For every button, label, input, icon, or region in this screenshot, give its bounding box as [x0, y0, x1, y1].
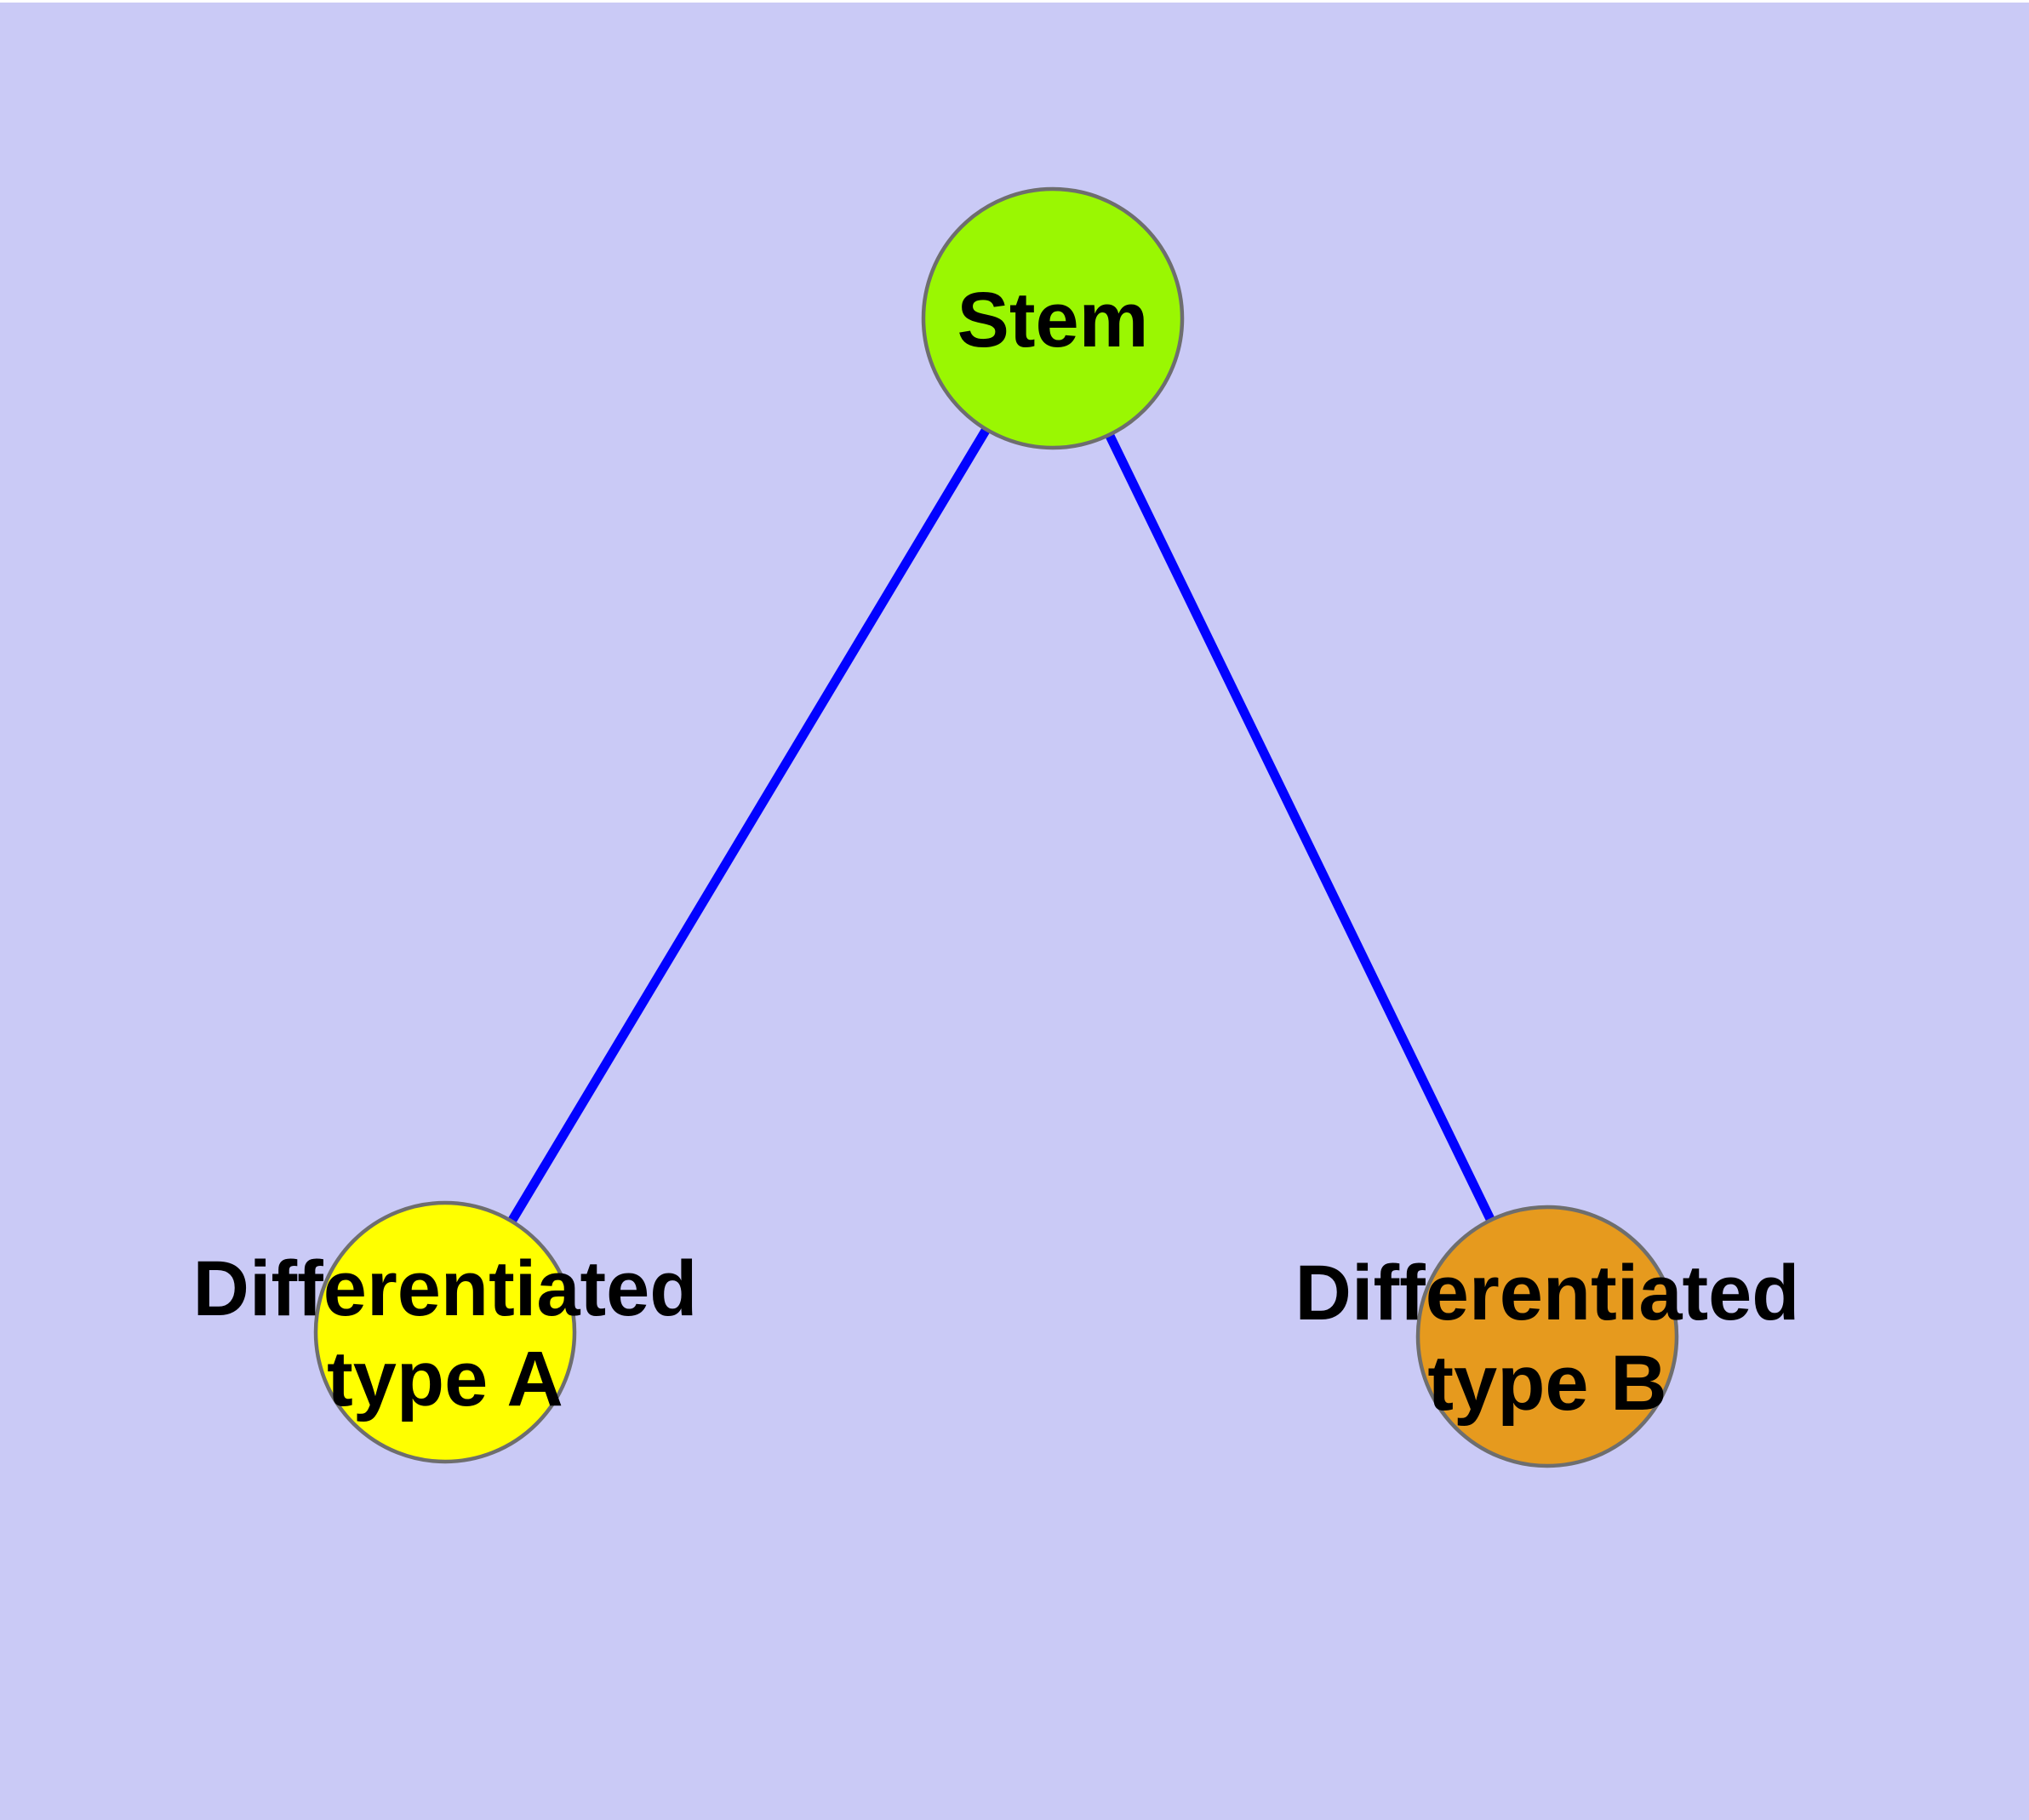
edge-stem-to-diff-b	[1049, 316, 1552, 1339]
node-diff-b-label-line1: Differentiated	[1295, 1250, 1800, 1336]
node-diff-b: Differentiated type B	[1295, 1205, 1800, 1468]
node-diff-a: Differentiated type A	[193, 1200, 698, 1464]
node-diff-a-circle	[313, 1200, 577, 1464]
node-diff-a-label-line1: Differentiated	[193, 1245, 698, 1332]
node-diff-b-circle	[1415, 1205, 1679, 1468]
edge-stem-to-diff-a	[441, 316, 1057, 1335]
node-diff-a-label-line2: type A	[327, 1336, 563, 1422]
node-stem-label: Stem	[957, 277, 1149, 363]
node-stem: Stem	[921, 186, 1185, 450]
node-diff-b-label-line2: type B	[1427, 1340, 1666, 1427]
node-stem-circle	[921, 186, 1185, 450]
